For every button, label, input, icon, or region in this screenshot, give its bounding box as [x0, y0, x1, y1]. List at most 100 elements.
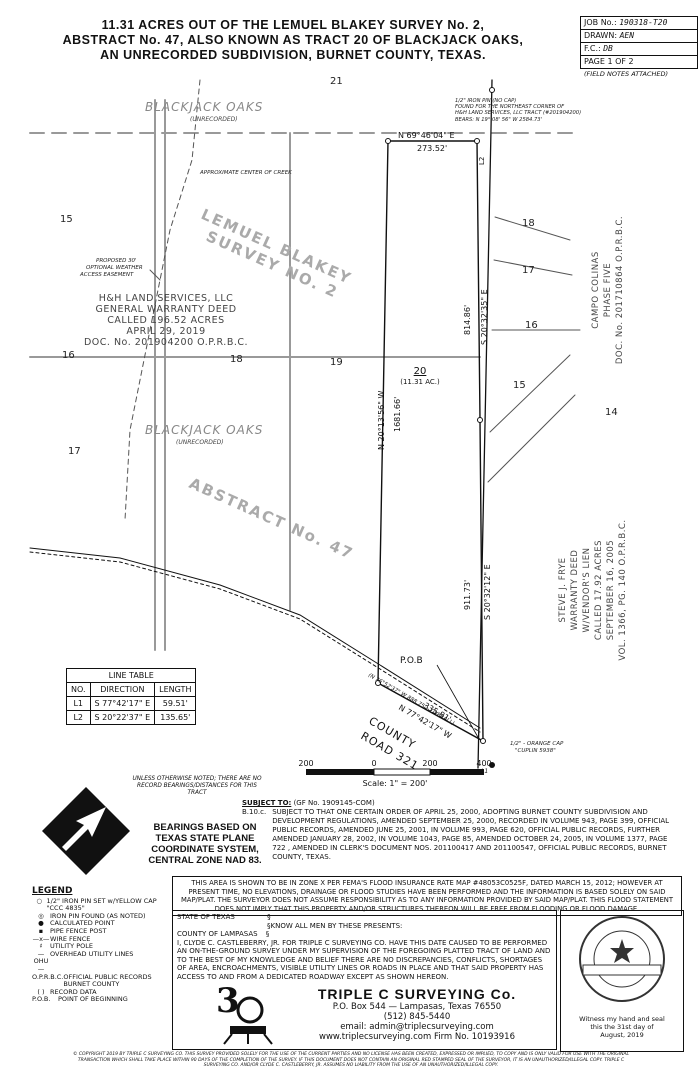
- adjoiner-label: STEVE J. FRYE: [558, 557, 568, 622]
- creek-line: [124, 79, 201, 521]
- easement-label: ACCESS EASEMENT: [79, 272, 134, 278]
- page-row: PAGE 1 OF 2: [584, 57, 634, 66]
- survey-title: 11.31 ACRES OUT OF THE LEMUEL BLAKEY SUR…: [28, 18, 558, 63]
- fc-row: F.C.: DB: [581, 43, 697, 56]
- iron-pin-set: [474, 138, 480, 144]
- subject-heading: SUBJECT TO:: [242, 799, 292, 807]
- table-row: L2 S 20°22'37" E 135.65': [66, 710, 197, 725]
- deed-label: DOC. No. 201904200 O.P.R.B.C.: [84, 337, 248, 348]
- legend: LEGEND ○1/2" IRON PIN SET w/YELLOW CAP "…: [32, 886, 168, 1004]
- subject-to-section: SUBJECT TO: (GF No. 1909145-COM) B.10.c.…: [242, 799, 678, 862]
- lot-line: [494, 216, 571, 241]
- orange-cap-pin: [489, 762, 495, 768]
- tract-boundary: [377, 140, 484, 743]
- title-line-2: ABSTRACT No. 47, ALSO KNOWN AS TRACT 20 …: [62, 33, 524, 47]
- company-email: email: admin@triplecsurveying.com: [340, 1022, 494, 1032]
- line-table: LINE TABLE NO. DIRECTION LENGTH L1 S 77°…: [65, 668, 197, 725]
- field-notes-note: (FIELD NOTES ATTACHED): [584, 70, 669, 78]
- deed-label: CALLED 196.52 ACRES: [107, 315, 224, 326]
- record-note: UNLESS OTHERWISE NOTED; THERE ARE NO REC…: [132, 776, 262, 796]
- lot-number: 15: [60, 214, 73, 225]
- drawn-row: DRAWN: AEN: [581, 30, 697, 43]
- certification-body: I, CLYDE C. CASTLEBERRY, JR. FOR TRIPLE …: [177, 938, 551, 981]
- legend-item: P.O.B.POINT OF BEGINNING: [32, 995, 128, 1004]
- title-line-1: 11.31 ACRES OUT OF THE LEMUEL BLAKEY SUR…: [101, 18, 485, 32]
- west-distance: 1681.66': [393, 397, 402, 432]
- lot-number: 17: [68, 446, 81, 457]
- pob-label: P.O.B: [400, 656, 423, 666]
- lot-line: [489, 354, 571, 433]
- orange-cap-label: "CUPLIN 5938": [515, 748, 556, 754]
- company-name: TRIPLE C SURVEYING Co.: [317, 986, 517, 1002]
- lot-number: 17: [522, 265, 535, 276]
- adjoiner-label: PHASE FIVE: [603, 263, 613, 317]
- north-distance: 273.52': [417, 144, 447, 153]
- title-line-3: AN UNRECORDED SUBDIVISION, BURNET COUNTY…: [100, 48, 486, 62]
- east-distance-2: 911.73': [463, 580, 472, 610]
- pin-callout: BEARS: N 19° 08' 56" W 2584.73': [455, 117, 542, 123]
- company-logo-icon: 3: [216, 982, 273, 1045]
- svg-text:3: 3: [216, 982, 240, 1021]
- easement-label: OPTIONAL WEATHER: [86, 265, 143, 271]
- job-number: 190318-T20: [619, 18, 668, 27]
- line-l2-label: L2: [478, 157, 486, 165]
- adjoiner-label: VOL. 1366, PG. 140 O.P.R.B.C.: [618, 519, 628, 660]
- tract-number: 20: [414, 366, 427, 377]
- copyright-notice: © COPYRIGHT 2019 BY TRIPLE C SURVEYING C…: [72, 1052, 630, 1068]
- scale-tick: 200: [422, 759, 437, 768]
- iron-pin-found: [489, 87, 495, 93]
- scale-tick: 0: [371, 759, 376, 768]
- adjoiner-label: W/VENDOR'S LIEN: [582, 548, 592, 633]
- surveyor-seal-icon: [579, 916, 665, 1002]
- east-bearing-1: S 20°32'35" E: [480, 289, 489, 345]
- legend-item: ( )RECORD DATA: [37, 987, 97, 996]
- legend-item: —x—WIRE FENCE: [32, 934, 91, 943]
- legend-item: ●CALCULATED POINT: [38, 919, 115, 928]
- line-table-header: NO.: [66, 682, 91, 697]
- deed-label: APRIL 29, 2019: [126, 326, 205, 337]
- county-road-north-edge: [29, 547, 481, 729]
- lot-number: 19: [330, 357, 343, 368]
- survey-map: 21 15 16 18 19 17 18 17 16 15 14 BLACKJA…: [29, 76, 628, 788]
- unrecorded-label: (UNRECORDED): [176, 439, 224, 446]
- surveyor-seal-box: Witness my hand and seal this the 31st d…: [560, 910, 684, 1052]
- lot-number: 15: [513, 380, 526, 391]
- adjoiner-label: DOC. No. 201710864 O.P.R.B.C.: [615, 216, 625, 364]
- lot-line: [493, 259, 573, 276]
- legend-title: LEGEND: [32, 886, 73, 896]
- iron-pin-set: [375, 680, 381, 686]
- lot-number: 18: [522, 218, 535, 229]
- east-fence-line: [477, 79, 493, 769]
- pin-callout: 1/2" IRON PIN (NO CAP): [455, 98, 516, 104]
- job-info-box: JOB No.: 190318-T20 DRAWN: AEN F.C.: DB …: [580, 16, 698, 69]
- lot-line: [487, 394, 576, 483]
- scale-bar: 200 0 200 400 Scale: 1" = 200': [298, 759, 491, 788]
- line-table-header: DIRECTION: [89, 682, 156, 697]
- scale-tick: 400: [476, 759, 491, 768]
- north-bearing: N 69°46'04" E: [398, 131, 455, 140]
- easement-label: PROPOSED 30': [96, 258, 137, 264]
- company-info: TRIPLE C SURVEYING Co. P.O. Box 544 — La…: [282, 986, 552, 1042]
- easement-line: [149, 269, 161, 281]
- unrecorded-label: (UNRECORDED): [190, 116, 238, 123]
- subject-body: SUBJECT TO THAT ONE CERTAIN ORDER OF APR…: [272, 808, 670, 861]
- subdivision-label: BLACKJACK OAKS: [145, 100, 263, 114]
- adjoiner-label: WARRANTY DEED: [570, 550, 580, 631]
- scale-text: Scale: 1" = 200': [363, 779, 428, 788]
- deed-label: H&H LAND SERVICES, LLC: [99, 293, 234, 304]
- creek-label: APPROXIMATE CENTER OF CREEK: [199, 170, 292, 176]
- west-bearing: N 20°13'56" W: [377, 391, 386, 450]
- flood-statement: THIS AREA IS SHOWN TO BE IN ZONE X PER F…: [172, 876, 682, 916]
- surveyor-certification: STATE OF TEXAS § §KNOW ALL MEN BY THESE …: [172, 910, 557, 1050]
- pob-leader: [436, 664, 480, 740]
- line-table-header: LENGTH: [154, 682, 197, 697]
- subdivision-label: BLACKJACK OAKS: [145, 423, 263, 437]
- county-road-south-edge: [29, 551, 481, 733]
- adjoiner-label: CALLED 17.92 ACRES: [594, 540, 604, 640]
- east-distance-1: 814.86': [463, 305, 472, 335]
- iron-pin-set: [480, 738, 486, 744]
- lot-number: 16: [525, 320, 538, 331]
- lot-number: 16: [62, 350, 75, 361]
- adjoiner-label: SEPTEMBER 16, 2005: [606, 540, 616, 640]
- line-table-title: LINE TABLE: [65, 668, 197, 683]
